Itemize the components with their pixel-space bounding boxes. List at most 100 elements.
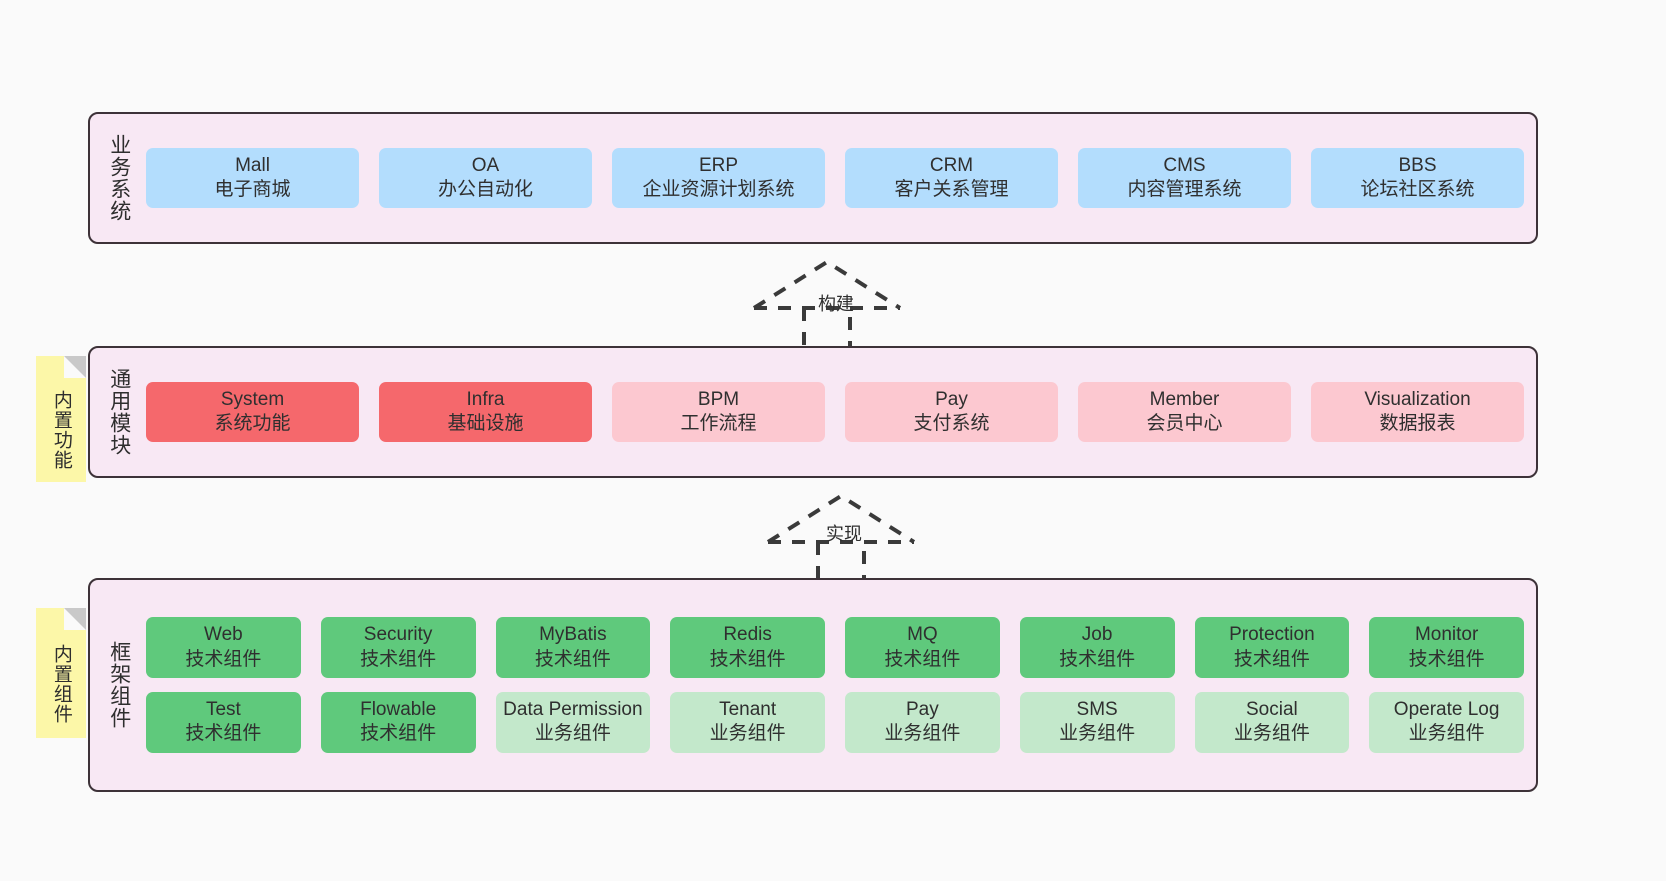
node-web-en: Web — [204, 624, 243, 646]
layer-framework-components: 框架组件 Web 技术组件 Security 技术组件 MyBatis 技术组件… — [88, 578, 1538, 792]
connector-build-arrow — [752, 258, 902, 358]
node-cms-cn: 内容管理系统 — [1127, 179, 1242, 200]
node-mall-cn: 电子商城 — [214, 179, 291, 200]
connector-realize-arrow — [766, 492, 916, 592]
node-bpm-cn: 工作流程 — [680, 413, 757, 434]
node-bbs-en: BBS — [1398, 154, 1437, 176]
node-protection[interactable]: Protection 技术组件 — [1194, 617, 1350, 678]
node-mall-en: Mall — [235, 154, 270, 176]
node-sms-cn: 业务组件 — [1059, 723, 1136, 745]
node-job-cn: 技术组件 — [1059, 648, 1136, 670]
node-social[interactable]: Social 业务组件 — [1194, 692, 1350, 753]
node-redis-en: Redis — [723, 624, 772, 646]
node-sms[interactable]: SMS 业务组件 — [1019, 692, 1175, 753]
note-builtin-features: 内置功能 — [36, 356, 86, 482]
node-tenant[interactable]: Tenant 业务组件 — [670, 692, 825, 753]
node-operate-log[interactable]: Operate Log 业务组件 — [1369, 692, 1524, 753]
layer-business-systems: 业务系统 Mall 电子商城 OA 办公自动化 ERP 企业资源计划系统 CRM… — [88, 112, 1538, 244]
node-visualization-en: Visualization — [1364, 388, 1471, 410]
node-oa-en: OA — [471, 154, 500, 176]
node-member-cn: 会员中心 — [1146, 413, 1223, 434]
node-infra-cn: 基础设施 — [447, 413, 524, 434]
node-pay-component-en: Pay — [906, 699, 939, 720]
node-protection-en: Protection — [1229, 624, 1315, 646]
node-test-cn: 技术组件 — [185, 723, 262, 745]
node-bbs[interactable]: BBS 论坛社区系统 — [1311, 147, 1524, 209]
layer-common-modules: 通用模块 System 系统功能 Infra 基础设施 BPM 工作流程 Pay… — [88, 346, 1538, 478]
node-flowable-en: Flowable — [360, 699, 437, 720]
node-redis-cn: 技术组件 — [709, 648, 786, 670]
node-erp-cn: 企业资源计划系统 — [642, 179, 795, 200]
node-mq-cn: 技术组件 — [884, 648, 961, 670]
node-data-permission-en: Data Permission — [503, 699, 643, 720]
node-security-cn: 技术组件 — [360, 648, 437, 670]
node-visualization-cn: 数据报表 — [1379, 413, 1456, 434]
connector-realize-label: 实现 — [826, 524, 862, 544]
node-monitor-en: Monitor — [1414, 624, 1479, 646]
node-pay-component-cn: 业务组件 — [884, 723, 961, 745]
node-infra[interactable]: Infra 基础设施 — [379, 381, 592, 443]
node-erp-en: ERP — [698, 154, 739, 176]
node-oa-cn: 办公自动化 — [437, 179, 533, 200]
node-security-en: Security — [363, 624, 433, 646]
node-test[interactable]: Test 技术组件 — [146, 692, 301, 753]
node-social-en: Social — [1246, 699, 1298, 720]
node-mq[interactable]: MQ 技术组件 — [845, 617, 1000, 678]
node-flowable-cn: 技术组件 — [360, 723, 437, 745]
framework-row-tech: Web 技术组件 Security 技术组件 MyBatis 技术组件 Redi… — [146, 617, 1524, 678]
node-pay-component[interactable]: Pay 业务组件 — [845, 692, 1000, 753]
business-row: Mall 电子商城 OA 办公自动化 ERP 企业资源计划系统 CRM 客户关系… — [146, 147, 1524, 209]
node-social-cn: 业务组件 — [1233, 723, 1310, 745]
node-crm[interactable]: CRM 客户关系管理 — [845, 147, 1058, 209]
node-data-permission-cn: 业务组件 — [534, 723, 611, 745]
node-pay-module-en: Pay — [935, 388, 968, 410]
note-builtin-components: 内置组件 — [36, 608, 86, 738]
node-system-en: System — [220, 388, 285, 410]
node-job[interactable]: Job 技术组件 — [1019, 617, 1175, 678]
connector-build-label: 构建 — [818, 294, 854, 314]
node-monitor[interactable]: Monitor 技术组件 — [1369, 617, 1524, 678]
node-tenant-cn: 业务组件 — [709, 723, 786, 745]
node-job-en: Job — [1081, 624, 1113, 646]
node-test-en: Test — [205, 699, 241, 720]
node-operate-log-cn: 业务组件 — [1408, 723, 1485, 745]
framework-row-business: Test 技术组件 Flowable 技术组件 Data Permission … — [146, 692, 1524, 753]
node-web[interactable]: Web 技术组件 — [146, 617, 301, 678]
node-mybatis-cn: 技术组件 — [534, 648, 611, 670]
node-erp[interactable]: ERP 企业资源计划系统 — [612, 147, 825, 209]
layer-common-body: System 系统功能 Infra 基础设施 BPM 工作流程 Pay 支付系统… — [136, 362, 1524, 462]
node-infra-en: Infra — [466, 388, 505, 410]
layer-framework-title: 框架组件 — [107, 641, 131, 729]
node-crm-en: CRM — [929, 154, 974, 176]
node-redis[interactable]: Redis 技术组件 — [670, 617, 825, 678]
node-visualization[interactable]: Visualization 数据报表 — [1311, 381, 1524, 443]
node-data-permission[interactable]: Data Permission 业务组件 — [495, 692, 651, 753]
node-bpm-en: BPM — [697, 388, 740, 410]
node-member-en: Member — [1149, 388, 1220, 410]
node-protection-cn: 技术组件 — [1233, 648, 1310, 670]
node-monitor-cn: 技术组件 — [1408, 648, 1485, 670]
node-mybatis-en: MyBatis — [539, 624, 607, 646]
node-flowable[interactable]: Flowable 技术组件 — [320, 692, 476, 753]
node-mall[interactable]: Mall 电子商城 — [146, 147, 359, 209]
node-system[interactable]: System 系统功能 — [146, 381, 359, 443]
node-bbs-cn: 论坛社区系统 — [1360, 179, 1475, 200]
node-mq-en: MQ — [907, 624, 938, 646]
node-security[interactable]: Security 技术组件 — [320, 617, 476, 678]
node-sms-en: SMS — [1076, 699, 1118, 720]
layer-common-title: 通用模块 — [107, 368, 131, 456]
node-mybatis[interactable]: MyBatis 技术组件 — [495, 617, 651, 678]
node-pay-module[interactable]: Pay 支付系统 — [845, 381, 1058, 443]
node-crm-cn: 客户关系管理 — [894, 179, 1009, 200]
node-cms[interactable]: CMS 内容管理系统 — [1078, 147, 1291, 209]
layer-framework-body: Web 技术组件 Security 技术组件 MyBatis 技术组件 Redi… — [136, 594, 1524, 776]
node-bpm[interactable]: BPM 工作流程 — [612, 381, 825, 443]
node-tenant-en: Tenant — [719, 699, 777, 720]
node-member[interactable]: Member 会员中心 — [1078, 381, 1291, 443]
node-oa[interactable]: OA 办公自动化 — [379, 147, 592, 209]
common-row: System 系统功能 Infra 基础设施 BPM 工作流程 Pay 支付系统… — [146, 381, 1524, 443]
node-cms-en: CMS — [1163, 154, 1206, 176]
node-pay-module-cn: 支付系统 — [913, 413, 990, 434]
node-system-cn: 系统功能 — [214, 413, 291, 434]
